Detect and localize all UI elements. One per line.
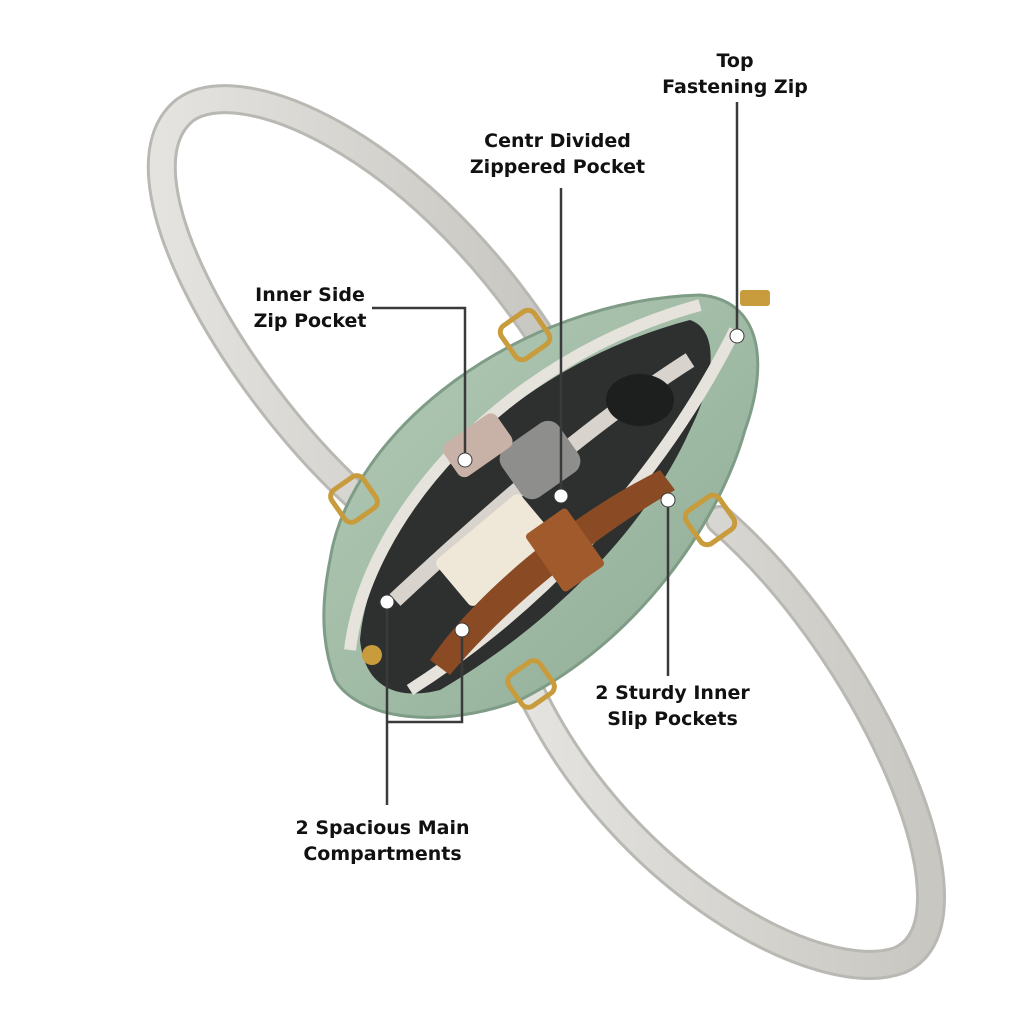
callout-slip-pockets: 2 Sturdy Inner Slip Pockets xyxy=(585,680,760,732)
callout-centre-divided-pocket: Centr Divided Zippered Pocket xyxy=(455,128,660,180)
callout-inner-side-zip-pocket: Inner Side Zip Pocket xyxy=(230,282,390,334)
callout-dots xyxy=(379,328,745,638)
callout-line2: Zip Pocket xyxy=(253,310,367,332)
callout-line2: Fastening Zip xyxy=(662,76,808,98)
callout-line1: Top xyxy=(716,50,754,72)
left-strap xyxy=(146,84,555,510)
callout-top-fastening-zip: Top Fastening Zip xyxy=(650,48,820,100)
right-strap xyxy=(515,505,946,980)
callout-line2: Compartments xyxy=(303,843,462,865)
callout-lines xyxy=(372,102,739,805)
bag-body xyxy=(322,290,770,719)
callout-line1: 2 Sturdy Inner xyxy=(595,682,750,704)
callout-line1: Centr Divided xyxy=(484,130,631,152)
callout-main-compartments: 2 Spacious Main Compartments xyxy=(270,815,495,867)
callout-line2: Zippered Pocket xyxy=(469,156,646,178)
strap-rings xyxy=(328,307,738,710)
callout-line2: Slip Pockets xyxy=(607,708,738,730)
callout-line1: Inner Side xyxy=(255,284,365,306)
callout-line1: 2 Spacious Main xyxy=(295,817,470,839)
